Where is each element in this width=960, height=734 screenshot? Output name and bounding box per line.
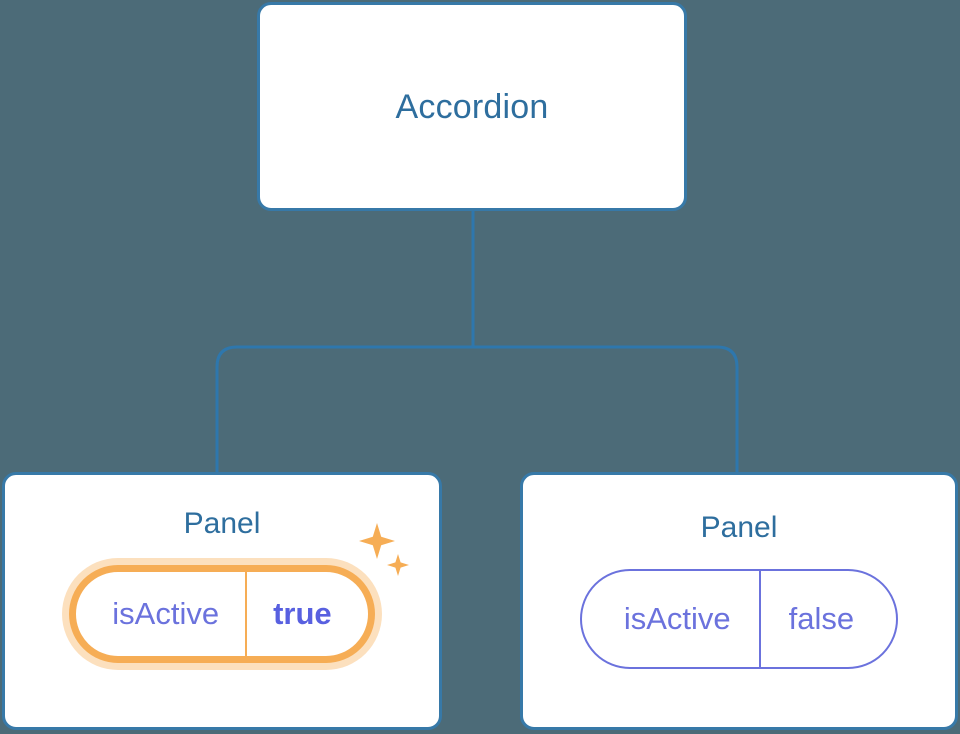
- node-panel-left[interactable]: Panel isActive true: [2, 472, 442, 730]
- node-title: Panel: [700, 511, 778, 544]
- prop-pill-inactive[interactable]: isActive false: [579, 569, 899, 669]
- prop-key: isActive: [112, 596, 220, 631]
- prop-value: true: [245, 572, 368, 656]
- prop-pill[interactable]: isActive true: [69, 565, 375, 663]
- node-accordion[interactable]: Accordion: [257, 2, 687, 211]
- prop-pill[interactable]: isActive false: [579, 569, 899, 669]
- node-title: Accordion: [395, 87, 549, 126]
- prop-key: isActive: [623, 601, 731, 636]
- connector-bus: [215, 345, 739, 472]
- prop-value: false: [758, 571, 896, 667]
- node-panel-right[interactable]: Panel isActive false: [520, 472, 958, 730]
- prop-pill-active[interactable]: isActive true: [69, 523, 409, 663]
- node-title: Panel: [183, 507, 261, 540]
